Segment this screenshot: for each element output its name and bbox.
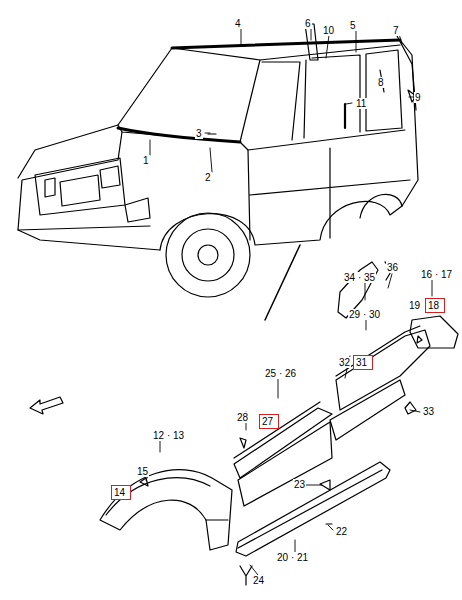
callout-number: 25 · 26: [264, 368, 297, 379]
front-arrow: [30, 397, 63, 414]
callout-number: 29 · 30: [348, 309, 381, 320]
callout-number: 6: [304, 18, 312, 29]
molding-parts: [100, 262, 458, 585]
callout-number: 3: [195, 128, 203, 139]
callout-number: 19: [408, 300, 421, 311]
leader-line: [146, 28, 432, 575]
callout-number: 33: [422, 406, 435, 417]
highlighted-callout: 27: [259, 414, 279, 429]
callout-number: 36: [386, 262, 399, 273]
callout-number: 32: [338, 357, 351, 368]
callout-number: 9: [414, 92, 422, 103]
callout-number: 23: [293, 479, 306, 490]
callout-number: 11: [355, 98, 367, 109]
callout-number: 8: [377, 77, 385, 88]
highlighted-callout: 31: [353, 355, 373, 370]
callout-number: 16 · 17: [420, 269, 453, 280]
callout-number: 1: [142, 155, 150, 166]
highlighted-callout: 18: [425, 298, 445, 313]
highlighted-callout: 14: [111, 485, 131, 500]
callout-number: 27: [260, 415, 278, 427]
callout-number: 18: [426, 299, 444, 311]
callout-number: 22: [335, 526, 348, 537]
callout-number: 5: [349, 20, 357, 31]
callout-number: 14: [112, 486, 130, 498]
callout-number: 4: [234, 18, 242, 29]
car-outline: [18, 24, 418, 297]
callout-number: 2: [204, 172, 212, 183]
callout-number: 7: [392, 25, 400, 36]
callout-number: 28: [236, 412, 249, 423]
callout-number: 10: [322, 25, 335, 36]
callout-number: 15: [136, 466, 149, 477]
callout-number: 12 · 13: [152, 430, 185, 441]
callout-number: 20 · 21: [276, 552, 309, 563]
callout-number: 24: [252, 575, 265, 586]
callout-number: 31: [354, 356, 372, 368]
callout-number: 34 · 35: [343, 272, 376, 283]
